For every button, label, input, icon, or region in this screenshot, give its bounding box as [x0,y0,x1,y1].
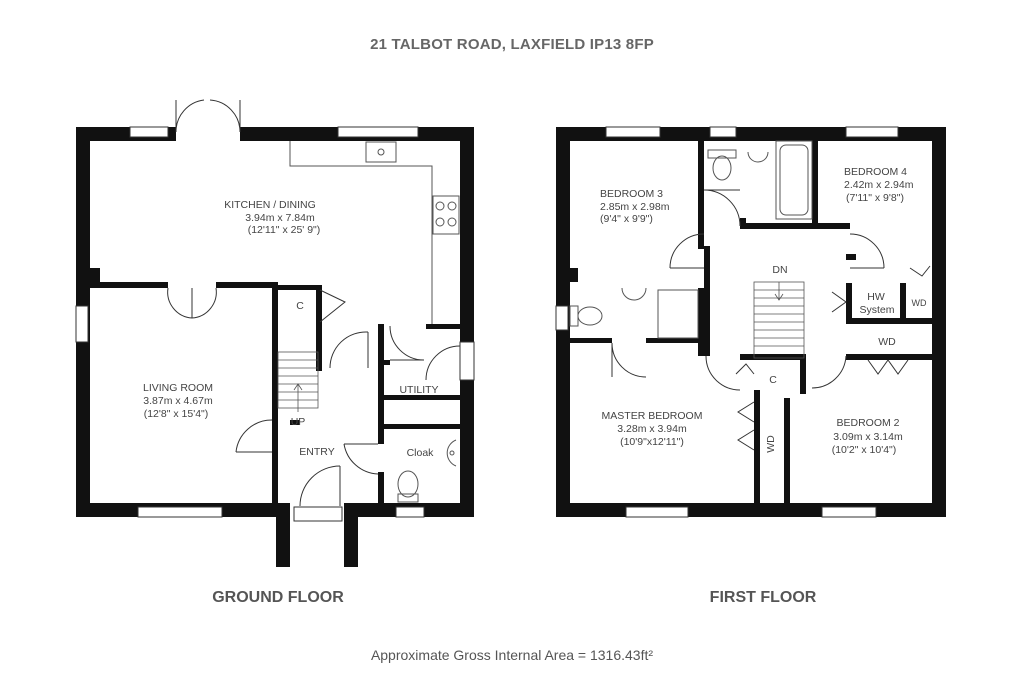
ground-floor-label: GROUND FLOOR [212,589,344,606]
ground-floor-walls [76,127,474,567]
hw-label: HW [867,291,885,303]
bedroom-2-imperial: (10'2" x 10'4") [832,444,897,456]
wardrobe-small-label: WD [912,298,927,308]
first-floor-stairs [753,281,805,359]
kitchen-dining-imperial: (12'11" x 25' 9") [248,224,321,236]
ground-floor-windows [75,126,425,518]
hw-system-label: System [859,304,894,316]
property-address: 21 TALBOT ROAD, LAXFIELD IP13 8FP [370,36,654,53]
entry-label: ENTRY [299,446,334,458]
living-room-metric: 3.87m x 4.67m [143,395,213,407]
stairs-down-label: DN [772,264,787,276]
ground-floor-stairs [277,351,319,412]
ground-floor-plan [75,99,475,567]
bedroom-2-label: BEDROOM 2 [836,417,899,429]
bedroom-2-metric: 3.09m x 3.14m [833,431,903,443]
living-room-label: LIVING ROOM [143,382,213,394]
first-floor-doors [611,189,931,451]
bedroom-3-label: BEDROOM 3 [600,188,663,200]
master-bedroom-label: MASTER BEDROOM [602,410,703,422]
stairs-up-label: UP [291,416,306,428]
first-floor-cupboard-label: C [769,374,777,386]
bedroom-4-label: BEDROOM 4 [844,166,907,178]
first-floor-label: FIRST FLOOR [709,589,817,606]
bathroom-fixtures [569,140,813,339]
cupboard-label: C [296,300,304,312]
kitchen-dining-label: KITCHEN / DINING [224,199,316,211]
cloak-fixtures [397,439,457,503]
master-bedroom-imperial: (10'9"x12'11") [620,436,684,448]
kitchen-dining-metric: 3.94m x 7.84m [245,212,315,224]
ground-floor-doors [167,99,475,522]
living-room-imperial: (12'8" x 15'4") [144,408,209,420]
first-floor-plan [555,126,946,518]
wardrobe-label: WD [878,336,896,348]
bedroom-3-imperial: (9'4" x 9'9") [600,213,653,225]
master-bedroom-metric: 3.28m x 3.94m [617,423,687,435]
bedroom-4-metric: 2.42m x 2.94m [844,179,914,191]
kitchen-units [289,141,460,324]
gross-internal-area: Approximate Gross Internal Area = 1316.4… [370,647,654,663]
first-floor-windows [555,126,899,518]
wardrobe-vertical-label: WD [765,435,777,453]
bedroom-3-metric: 2.85m x 2.98m [600,201,670,213]
bedroom-4-imperial: (7'11" x 9'8") [846,192,904,204]
cloak-label: Cloak [407,447,435,459]
utility-label: UTILITY [399,384,438,396]
